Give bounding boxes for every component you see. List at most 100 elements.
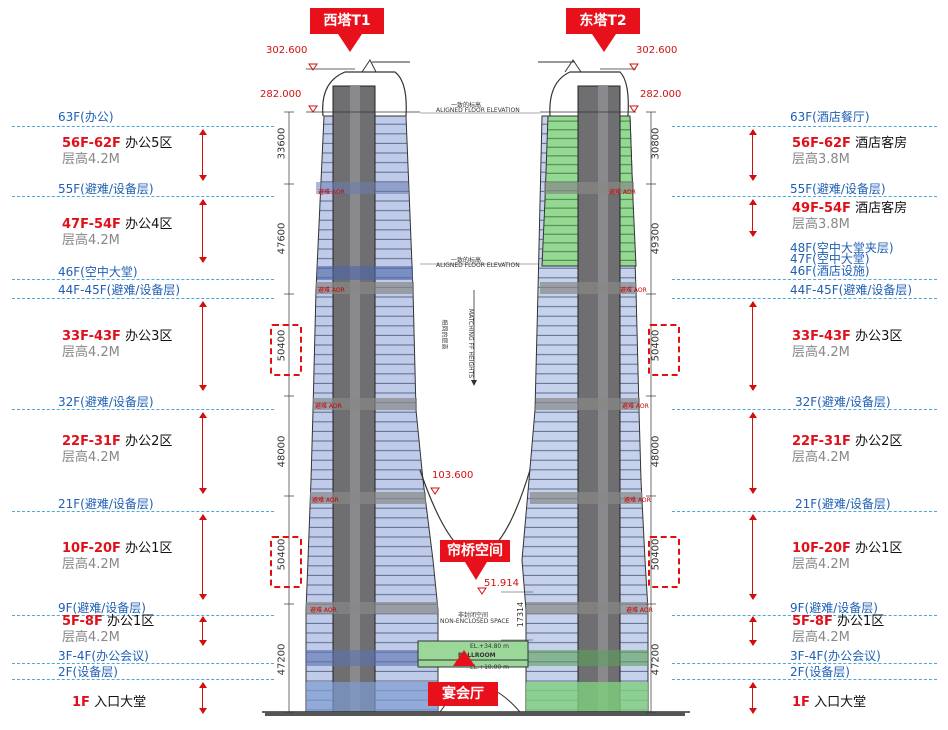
aor-note-e4: 避难 AOR bbox=[624, 497, 651, 504]
left-dim-highlight-2 bbox=[270, 536, 302, 588]
east-level-21: 21F(避难/设备层) bbox=[795, 497, 891, 511]
east-line-46 bbox=[672, 279, 937, 280]
west-level-2: 2F(设备层) bbox=[58, 665, 118, 679]
west-zone-1-name: 办公1区 bbox=[125, 541, 173, 556]
west-zone-4-name: 办公4区 bbox=[125, 217, 173, 232]
left-dim-1: 33600 bbox=[276, 127, 288, 160]
west-top-elevation: 302.600 bbox=[266, 45, 308, 56]
east-zone-2-name: 办公2区 bbox=[855, 434, 903, 449]
west-tower-arrow bbox=[338, 34, 362, 52]
aor-note-e3: 避难 AOR bbox=[622, 403, 649, 410]
east-zone-5-name: 酒店客房 bbox=[855, 136, 908, 151]
nonenclosed-note: NON-ENCLOSED SPACE bbox=[440, 618, 510, 625]
west-zone-4-range: 47F-54F bbox=[62, 217, 121, 232]
east-level-46: 46F(酒店设施) bbox=[790, 264, 870, 278]
left-dim-highlight-1 bbox=[270, 324, 302, 376]
east-zone-4: 49F-54F 酒店客房 层高3.8M bbox=[792, 201, 907, 233]
east-zone-1-range: 10F-20F bbox=[792, 541, 851, 556]
east-line-21 bbox=[672, 511, 937, 512]
east-tower-arrow bbox=[592, 34, 616, 52]
right-dim-6: 47200 bbox=[650, 643, 662, 676]
aligned-note-cn-2: 一致的标高 bbox=[451, 257, 482, 264]
west-zone-5: 56F-62F 办公5区 层高4.2M bbox=[62, 136, 172, 168]
east-zone-0-span bbox=[749, 616, 757, 646]
right-dim-highlight-1 bbox=[648, 324, 680, 376]
west-line-46 bbox=[12, 279, 274, 280]
east-zone-3: 33F-43F 办公3区 层高4.2M bbox=[792, 329, 902, 361]
east-zone-5-span bbox=[749, 129, 757, 181]
east-zone-lobby: 1F 入口大堂 bbox=[792, 695, 866, 711]
east-lobby-name: 入口大堂 bbox=[814, 695, 867, 710]
west-tower-label: 西塔T1 bbox=[310, 8, 384, 34]
east-zone-2: 22F-31F 办公2区 层高4.2M bbox=[792, 434, 902, 466]
west-zone-4-height: 层高4.2M bbox=[62, 233, 120, 248]
left-dim-2: 47600 bbox=[276, 222, 288, 255]
west-line-3 bbox=[12, 663, 274, 664]
east-level-63: 63F(酒店餐厅) bbox=[790, 110, 870, 124]
east-line-9 bbox=[672, 615, 937, 616]
west-zone-1-span bbox=[199, 514, 207, 600]
east-lobby-range: 1F bbox=[792, 695, 810, 710]
east-zone-1-height: 层高4.2M bbox=[792, 557, 850, 572]
east-zone-5: 56F-62F 酒店客房 层高3.8M bbox=[792, 136, 907, 168]
matching-note: MATCHING FF HEIGHTS bbox=[467, 308, 475, 379]
east-roof-elevation: 282.000 bbox=[640, 89, 682, 100]
west-zone-2-height: 层高4.2M bbox=[62, 450, 120, 465]
east-level-3: 3F-4F(办公会议) bbox=[790, 649, 881, 663]
west-zone-2-span bbox=[199, 412, 207, 494]
west-roof-elevation: 282.000 bbox=[260, 89, 302, 100]
aor-note-e2: 避难 AOR bbox=[620, 287, 647, 294]
aor-note-w4: 避难 AOR bbox=[312, 497, 339, 504]
aligned-note-2: ALIGNED FLOOR ELEVATION bbox=[436, 262, 520, 269]
west-line-9 bbox=[12, 615, 274, 616]
west-zone-4: 47F-54F 办公4区 层高4.2M bbox=[62, 217, 172, 249]
west-level-3: 3F-4F(办公会议) bbox=[58, 649, 149, 663]
east-line-63 bbox=[672, 126, 937, 127]
west-line-32 bbox=[12, 409, 274, 410]
aor-note-w2: 避难 AOR bbox=[318, 287, 345, 294]
west-zone-3-span bbox=[199, 301, 207, 391]
right-dim-highlight-2 bbox=[648, 536, 680, 588]
east-line-2 bbox=[672, 679, 937, 680]
left-dim-4: 48000 bbox=[276, 435, 288, 468]
west-zone-3: 33F-43F 办公3区 层高4.2M bbox=[62, 329, 172, 361]
west-zone-2-range: 22F-31F bbox=[62, 434, 121, 449]
matching-note-cn: 相同的层高 bbox=[440, 319, 448, 350]
aor-note-e5: 避难 AOR bbox=[626, 607, 653, 614]
east-zone-5-height: 层高3.8M bbox=[792, 152, 850, 167]
west-zone-3-range: 33F-43F bbox=[62, 329, 121, 344]
west-zone-5-name: 办公5区 bbox=[125, 136, 173, 151]
east-zone-1: 10F-20F 办公1区 层高4.2M bbox=[792, 541, 902, 573]
east-zone-2-range: 22F-31F bbox=[792, 434, 851, 449]
aor-note-w1: 避难 AOR bbox=[318, 189, 345, 196]
west-line-44 bbox=[12, 298, 274, 299]
west-lobby-span bbox=[199, 682, 207, 714]
span-note: 17314 bbox=[516, 601, 526, 628]
west-zone-2-name: 办公2区 bbox=[125, 434, 173, 449]
east-zone-4-height: 层高3.8M bbox=[792, 217, 850, 232]
east-zone-2-height: 层高4.2M bbox=[792, 450, 850, 465]
east-zone-2-span bbox=[749, 412, 757, 494]
west-zone-1-range: 10F-20F bbox=[62, 541, 121, 556]
el2-note: EL.+10.00 m bbox=[470, 664, 509, 671]
ballroom-label: 宴会厅 bbox=[428, 682, 498, 706]
east-level-48: 48F(空中大堂夹层) bbox=[790, 241, 894, 255]
west-line-21 bbox=[12, 511, 274, 512]
west-level-44: 44F-45F(避难/设备层) bbox=[58, 283, 181, 297]
east-zone-4-range: 49F-54F bbox=[792, 201, 851, 216]
el1-note: EL.+34.80 m bbox=[470, 643, 509, 650]
east-zone-5-range: 56F-62F bbox=[792, 136, 851, 151]
left-dim-6: 47200 bbox=[276, 643, 288, 676]
ballroom-arrow bbox=[453, 650, 475, 666]
west-lobby-name: 入口大堂 bbox=[94, 695, 147, 710]
east-zone-3-name: 办公3区 bbox=[855, 329, 903, 344]
aor-note-w5: 避难 AOR bbox=[310, 607, 337, 614]
east-level-47: 47F(空中大堂) bbox=[790, 252, 870, 266]
east-level-32: 32F(避难/设备层) bbox=[795, 395, 891, 409]
east-zone-3-height: 层高4.2M bbox=[792, 345, 850, 360]
east-zone-0-height: 层高4.2M bbox=[792, 630, 850, 645]
west-level-63: 63F(办公) bbox=[58, 110, 114, 124]
east-zone-3-range: 33F-43F bbox=[792, 329, 851, 344]
east-line-32 bbox=[672, 409, 937, 410]
